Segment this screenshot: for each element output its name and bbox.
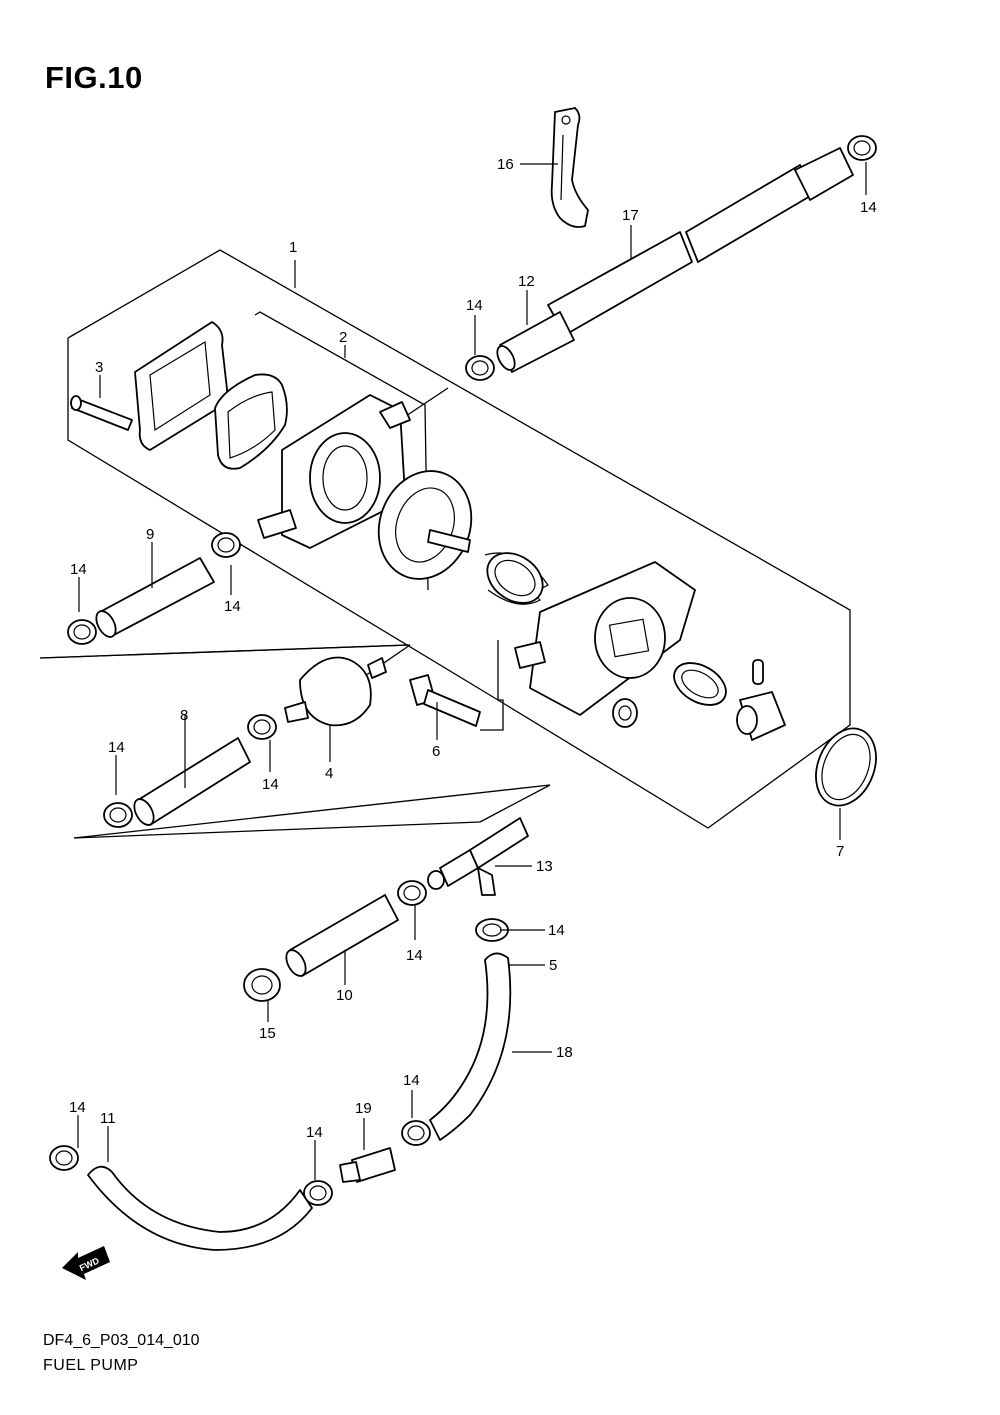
callout-14-h: 14 [406,947,423,964]
callout-14-i: 14 [403,1072,420,1089]
callout-14-g: 14 [548,922,565,939]
gasket-seal [214,373,288,470]
part-6-bolt [409,674,481,727]
callout-4: 4 [325,765,333,782]
part-8-tube [133,737,251,826]
part-7-o-ring [815,727,877,807]
small-pin [752,659,764,685]
callout-6: 6 [432,743,440,760]
callout-19: 19 [355,1100,372,1117]
callout-14-a: 14 [860,199,877,216]
callout-8: 8 [180,707,188,724]
part-17-hose [547,147,854,336]
part-16-bracket [550,107,589,228]
pump-diaphragm [377,470,473,580]
part-11-curved-hose [87,1165,313,1251]
clip-14-bottom-c [401,1120,431,1146]
footer-diagram-code: DF4_6_P03_014_010 [43,1332,200,1349]
footer-diagram-name: FUEL PUMP [43,1357,139,1374]
callout-14-j: 14 [306,1124,323,1141]
callout-12: 12 [518,273,535,290]
callout-5: 5 [549,957,557,974]
callout-14-b: 14 [466,297,483,314]
separator-lines [39,640,551,839]
clip-14-lower-a [397,880,427,906]
small-plunger [736,691,786,741]
clip-14-top-right [847,135,877,161]
clip-14-mid-b [103,802,133,828]
small-spring [673,662,727,706]
clip-14-left-a [211,532,241,558]
callout-7: 7 [836,843,844,860]
part-15-clip [243,968,281,1002]
leader-lines [77,162,867,1180]
part-3-bolt [70,395,133,431]
callout-3: 3 [95,359,103,376]
callout-14-f: 14 [262,776,279,793]
clip-14-upper [465,355,495,381]
callout-1: 1 [289,239,297,256]
callout-14-k: 14 [69,1099,86,1116]
clip-14-mid-a [247,714,277,740]
callout-18: 18 [556,1044,573,1061]
part-18-curved-hose [429,952,512,1141]
part-10-tube [285,894,399,977]
clip-14-bottom-b [303,1180,333,1206]
callout-labels: 1 2 3 4 5 6 7 8 9 10 11 12 13 14 14 14 1… [69,156,877,1141]
callout-2: 2 [339,329,347,346]
fwd-arrow-icon: FWD [62,1246,110,1280]
pump-cover [514,561,696,716]
clip-14-left-b [67,619,97,645]
clip-14-bottom-a [49,1145,79,1171]
callout-14-c: 14 [70,561,87,578]
callout-13: 13 [536,858,553,875]
small-nut [612,698,638,728]
figure-title: FIG.10 [45,60,143,95]
callout-16: 16 [497,156,514,173]
callout-14-e: 14 [108,739,125,756]
callout-17: 17 [622,207,639,224]
callout-11: 11 [100,1110,116,1127]
part-4-fuel-filter [284,656,387,727]
part-19-connector [339,1147,396,1183]
callout-14-d: 14 [224,598,241,615]
gasket-plate [134,321,229,451]
part-12-tube [496,311,575,373]
part-9-tube [95,557,215,638]
part-13-t-joint [427,817,529,896]
callout-15: 15 [259,1025,276,1042]
callout-9: 9 [146,526,154,543]
pump-spring [484,552,549,605]
callout-10: 10 [336,987,353,1004]
